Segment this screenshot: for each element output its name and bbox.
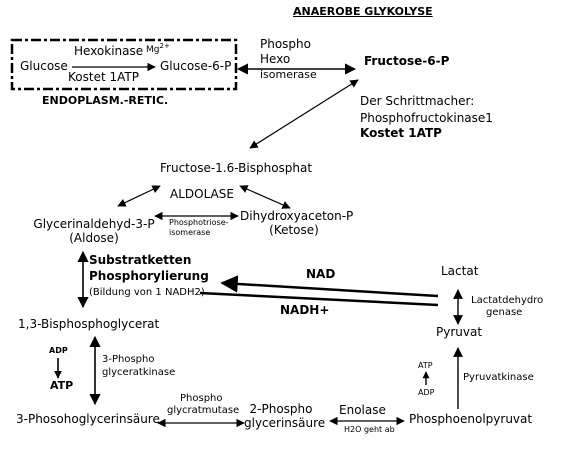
gap-label: Glycerinaldehyd-3-P (Aldose) — [33, 217, 155, 245]
pacemaker-line1: Der Schrittmacher: — [360, 94, 475, 108]
fructose-16-bp-label: Fructose-1.6-Bisphosphat — [160, 161, 313, 175]
dhap-label: Dihydroxyaceton-P (Ketose) — [240, 209, 354, 237]
isomerase-line1: Phospho — [260, 37, 311, 51]
bpg13-label: 1,3-Bisphosphoglycerat — [18, 317, 160, 331]
lactat-label: Lactat — [441, 264, 479, 278]
arrow-f16bp-dhap — [239, 185, 291, 209]
pacemaker-line3: Kostet 1ATP — [360, 126, 442, 140]
pgk-enzyme-line2: glyceratkinase — [102, 367, 176, 378]
isomerase-line2: Hexo — [260, 52, 291, 66]
aldolase-label: ALDOLASE — [170, 187, 234, 201]
substrate-phos-line1: Substratketten — [89, 253, 192, 267]
pyruvatkinase-label: Pyruvatkinase — [463, 372, 534, 383]
nadh-label: NADH+ — [280, 303, 330, 317]
enolase-label: Enolase — [339, 403, 386, 417]
triose-isomerase-line1: Phosphotriose- — [169, 218, 229, 227]
ldh-line2: genase — [486, 307, 523, 318]
pgk-atp-label: ATP — [50, 379, 74, 392]
pg2-label: 2-Phospho glycerinsäure — [244, 402, 326, 430]
substrate-phos-line2: Phosphorylierung — [89, 269, 209, 283]
pgk-adp-label: ADP — [49, 346, 68, 355]
glucose-label: Glucose — [20, 59, 68, 73]
water-label: H2O geht ab — [344, 425, 395, 434]
arrow-nad — [220, 275, 439, 298]
pacemaker-line2: Phosphofructokinase1 — [360, 111, 493, 125]
pk-atp-label: ATP — [418, 361, 433, 370]
pg3-label: 3-Phosohoglycerinsäure — [16, 412, 160, 426]
arrow-f6p-f16bp — [249, 79, 359, 149]
glucose-6-p-label: Glucose-6-P — [160, 59, 232, 73]
mutase-line2: glycratmutase — [167, 405, 240, 416]
hexokinase-cost-label: Kostet 1ATP — [68, 70, 139, 84]
fructose-6-p-label: Fructose-6-P — [364, 54, 450, 68]
line-nadh — [199, 291, 439, 307]
pep-label: Phosphoenolpyruvat — [409, 412, 533, 426]
diagram-title: ANAEROBE GLYKOLYSE — [293, 5, 433, 18]
er-box — [10, 38, 238, 91]
er-location-label: ENDOPLASM.-RETIC. — [42, 94, 169, 107]
isomerase-line3: isomerase — [260, 68, 317, 81]
arrow-f16bp-gap — [117, 185, 161, 207]
mg-label: Mg2+ — [146, 42, 170, 55]
hexokinase-label: Hexokinase — [74, 44, 144, 58]
nad-label: NAD — [306, 267, 336, 281]
substrate-phos-line3: (Bildung von 1 NADH2) — [89, 287, 205, 298]
ldh-line1: Lactatdehydro — [471, 295, 544, 306]
mutase-line1: Phospho — [180, 393, 223, 404]
pyruvat-label: Pyruvat — [436, 325, 483, 339]
pgk-enzyme-line1: 3-Phospho — [102, 354, 155, 365]
triose-isomerase-line2: isomerase — [169, 228, 211, 237]
pk-adp-label: ADP — [418, 388, 435, 397]
